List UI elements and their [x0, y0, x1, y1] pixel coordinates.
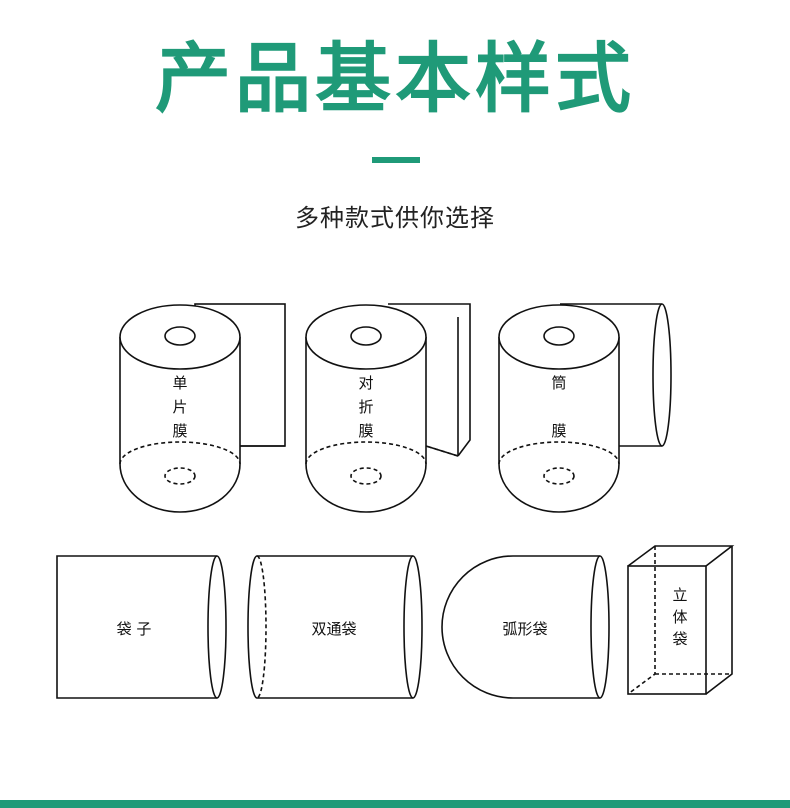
bag-cube-label-2: 体 [672, 608, 687, 626]
roll-folded-film: 对 折 膜 [305, 303, 471, 513]
roll-tube-label-2: 膜 [551, 422, 566, 440]
bag-double-label: 双通袋 [311, 620, 356, 638]
page-title: 产品基本样式 [155, 34, 635, 123]
bag-arc: 弧形袋 [441, 555, 610, 699]
roll-single-label-3: 膜 [172, 422, 187, 440]
bottom-accent-bar [0, 800, 790, 808]
bag-cube-label-3: 袋 [672, 630, 687, 648]
title-underline [372, 157, 420, 163]
roll-folded-label-1: 对 [358, 374, 373, 392]
bag-cube-label-1: 立 [672, 586, 687, 604]
roll-folded-label-3: 膜 [358, 422, 373, 440]
bag-plain-label: 袋 子 [117, 620, 152, 638]
roll-tube-label-1: 筒 [551, 374, 566, 392]
page-subtitle: 多种款式供你选择 [295, 204, 495, 232]
roll-single-film: 单 片 膜 [119, 303, 286, 513]
bag-double-open: 双通袋 [247, 555, 423, 699]
roll-folded-label-2: 折 [358, 398, 373, 416]
roll-single-label-1: 单 [172, 374, 187, 392]
roll-tube-film: 筒 膜 [498, 303, 672, 513]
roll-single-label-2: 片 [172, 398, 187, 416]
bag-arc-label: 弧形袋 [502, 620, 547, 638]
bag-cube: 立 体 袋 [627, 545, 735, 695]
bag-plain: 袋 子 [56, 555, 227, 699]
